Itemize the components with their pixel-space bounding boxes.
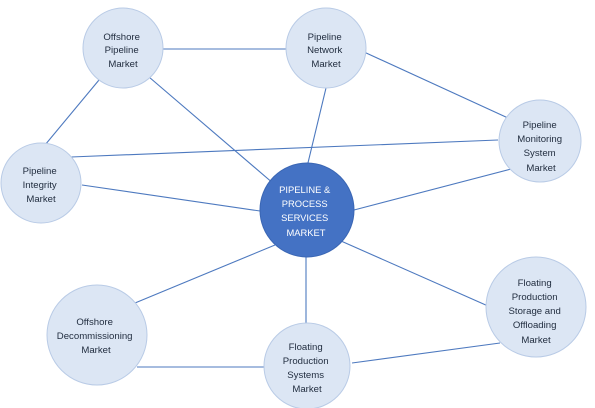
connections (39, 48, 512, 368)
node-label: Pipeline Monitoring System Market (517, 120, 564, 174)
node-label-line: Market (108, 59, 138, 70)
node-label: Pipeline Network Market (307, 32, 345, 70)
node-offshore-decommissioning-market: Offshore Decommissioning Market (46, 284, 148, 386)
node-floating-production-systems-market: Floating Production Systems Market (263, 322, 351, 408)
node-label-line: Floating (518, 278, 552, 289)
node-circle (82, 7, 164, 89)
edge-pipeline-network-to-center (306, 87, 327, 168)
node-label-line: Storage and (509, 306, 561, 317)
node-circle (0, 142, 82, 224)
node-label-line: Market (521, 335, 551, 346)
node-center-pipeline-process-services-market: PIPELINE & PROCESS SERVICES MARKET (259, 162, 355, 258)
node-circle (263, 322, 351, 408)
node-label: Offshore Pipeline Market (103, 32, 142, 70)
node-label-line: Floating (289, 342, 323, 353)
node-label-line: Market (292, 384, 322, 395)
node-circle (46, 284, 148, 386)
center-label: PIPELINE & PROCESS SERVICES MARKET (279, 184, 333, 238)
node-label-line: Integrity (23, 180, 57, 191)
node-label-line: Pipeline (523, 120, 557, 131)
node-pipeline-network-market: Pipeline Network Market (285, 7, 367, 89)
edge-pipeline-monitoring-to-center (353, 168, 512, 211)
node-label: Offshore Decommissioning Market (57, 317, 135, 356)
node-label-line: Market (81, 345, 111, 356)
node-circle (485, 256, 587, 358)
center-label-line: PIPELINE & (279, 184, 331, 195)
node-label-line: Market (26, 194, 56, 205)
edge-offshore-pipeline-to-pipeline-integrity (39, 79, 100, 152)
edge-center-to-offshore-decommissioning (134, 244, 276, 304)
node-label: Floating Production Storage and Offloadi… (509, 278, 564, 346)
center-label-line: MARKET (286, 227, 325, 238)
node-label-line: Decommissioning (57, 331, 133, 342)
node-label-line: System (524, 148, 556, 159)
node-label: Pipeline Integrity Market (23, 166, 60, 205)
node-floating-production-storage-offloading-market: Floating Production Storage and Offloadi… (485, 256, 587, 358)
node-label-line: Pipeline (23, 166, 57, 177)
edge-pipeline-network-to-pipeline-monitoring (363, 51, 509, 119)
node-label-line: Production (512, 292, 558, 303)
node-circle (285, 7, 367, 89)
center-label-line: PROCESS (282, 198, 328, 209)
node-label-line: Market (526, 163, 556, 174)
edge-pipeline-integrity-to-pipeline-monitoring (70, 139, 499, 158)
edge-center-to-fpso (340, 240, 489, 307)
node-circle (498, 99, 582, 183)
center-circle (259, 162, 355, 258)
node-label-line: Pipeline (105, 45, 139, 56)
node-pipeline-monitoring-system-market: Pipeline Monitoring System Market (498, 99, 582, 183)
node-label-line: Network (307, 45, 342, 56)
node-label-line: Production (283, 356, 329, 367)
edge-floating-production-systems-to-fpso (351, 342, 501, 364)
node-label-line: Offloading (513, 320, 557, 331)
node-offshore-pipeline-market: Offshore Pipeline Market (82, 7, 164, 89)
node-label-line: Pipeline (308, 32, 342, 43)
node-label-line: Offshore (76, 317, 113, 328)
node-pipeline-integrity-market: Pipeline Integrity Market (0, 142, 82, 224)
edge-pipeline-integrity-to-center (81, 184, 261, 212)
node-label-line: Monitoring (517, 134, 562, 145)
node-label-line: Systems (287, 370, 324, 381)
center-label-line: SERVICES (281, 212, 328, 223)
node-label-line: Offshore (103, 32, 140, 43)
node-label: Floating Production Systems Market (283, 342, 332, 395)
node-label-line: Market (311, 59, 341, 70)
edge-offshore-pipeline-to-center (148, 76, 275, 185)
